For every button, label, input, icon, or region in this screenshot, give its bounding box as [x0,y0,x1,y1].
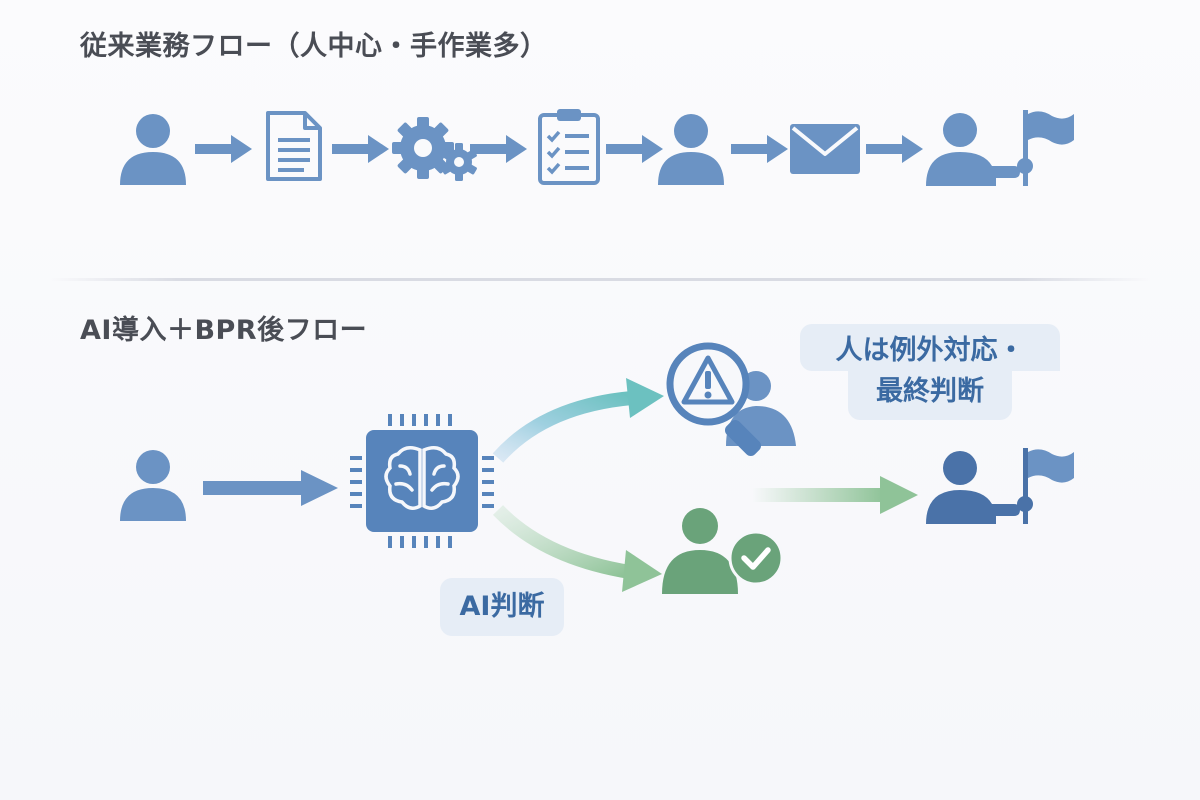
ai-brain-chip-icon [350,414,494,548]
exception-warning-search-person-icon [666,342,796,457]
curved-arrow-to-approved-icon [492,505,662,592]
arrow-right-icon [606,135,663,163]
arrow-right-to-goal-icon [752,476,918,514]
section-divider [50,278,1150,281]
approved-person-check-icon [662,508,784,594]
curved-arrow-to-exception-icon [492,378,664,463]
person-with-goal-flag-icon [926,110,1074,186]
arrow-right-icon [332,135,389,163]
person-icon [120,114,186,185]
arrow-right-icon [203,470,338,506]
checklist-clipboard-icon [538,109,600,185]
arrow-right-icon [195,135,252,163]
document-icon [266,111,322,181]
human-role-callout: 人は例外対応・ 最終判断 [800,312,1060,420]
human-role-callout-line2: 最終判断 [848,371,1012,420]
human-role-callout-line1: 人は例外対応・ [800,324,1060,371]
person-icon [120,450,186,521]
arrow-right-icon [866,135,923,163]
ai-judgment-callout: AI判断 [440,578,564,636]
new-flow-title: AI導入＋BPR後フロー [80,315,368,346]
legacy-flow-title: 従来業務フロー（人中心・手作業多） [80,31,548,62]
arrow-right-icon [731,135,788,163]
gears-icon [392,117,477,181]
arrow-right-icon [470,135,527,163]
person-with-goal-flag-icon [926,448,1074,524]
person-icon [658,114,724,185]
mail-envelope-icon [790,124,860,174]
